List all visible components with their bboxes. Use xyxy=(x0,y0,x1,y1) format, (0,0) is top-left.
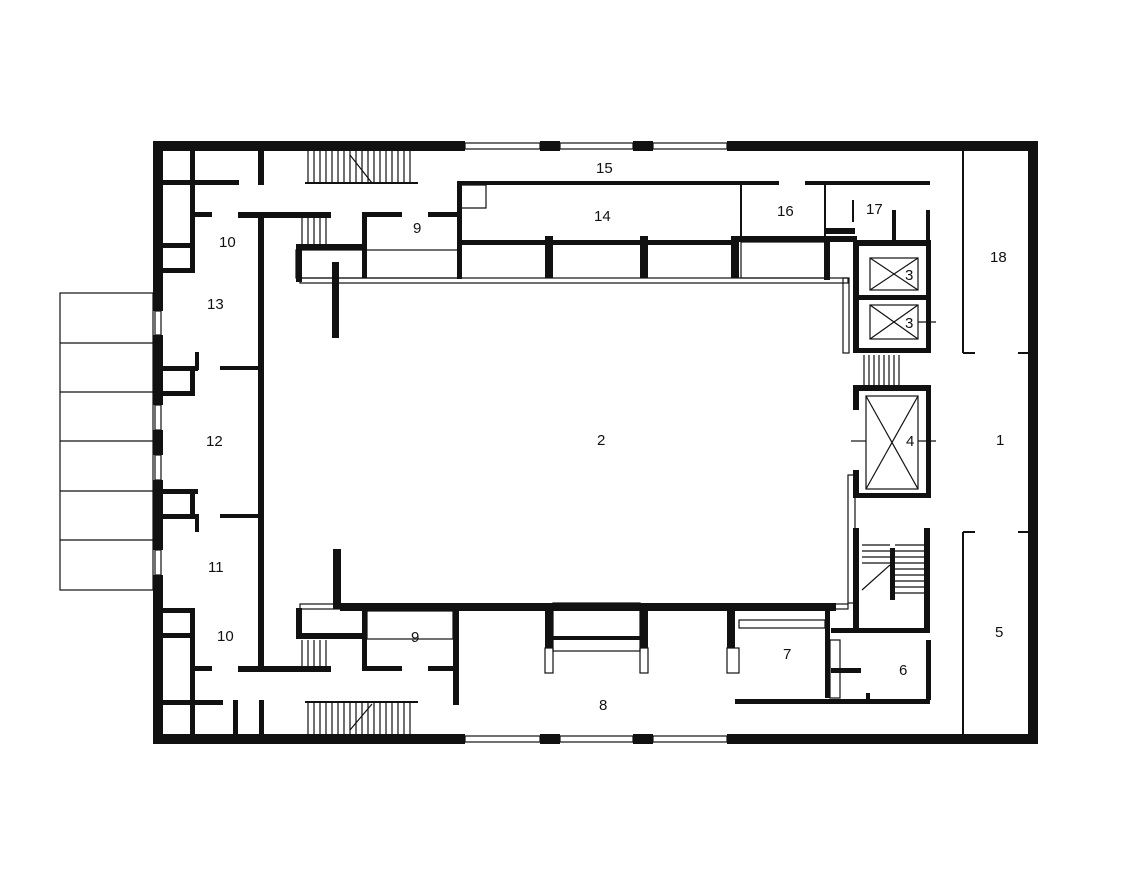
room-label-10-bottom: 10 xyxy=(217,628,234,645)
central-hall-walls xyxy=(299,262,856,611)
room-label-9-top: 9 xyxy=(413,220,421,237)
room-label-7: 7 xyxy=(783,646,791,663)
entrance-steps xyxy=(59,292,154,591)
windows xyxy=(154,142,728,743)
room-label-15: 15 xyxy=(596,160,613,177)
room-label-17: 17 xyxy=(866,201,883,218)
room-label-3-top: 3 xyxy=(905,267,913,284)
room-label-5: 5 xyxy=(995,624,1003,641)
room-label-9-bottom: 9 xyxy=(411,629,419,646)
room-label-6: 6 xyxy=(899,662,907,679)
room-label-8: 8 xyxy=(599,697,607,714)
room-label-16: 16 xyxy=(777,203,794,220)
room-label-12: 12 xyxy=(206,433,223,450)
top-rooms-walls xyxy=(295,181,930,282)
room-labels: 1 2 3 3 4 5 6 7 8 9 9 10 10 11 12 13 14 … xyxy=(206,160,1007,714)
service-core xyxy=(851,240,936,633)
exterior-walls xyxy=(153,141,1038,744)
room-label-10-top: 10 xyxy=(219,234,236,251)
room-label-18: 18 xyxy=(990,249,1007,266)
room-label-11: 11 xyxy=(208,559,224,576)
room-label-3-bottom: 3 xyxy=(905,315,913,332)
room-label-1: 1 xyxy=(996,432,1004,449)
room-label-2: 2 xyxy=(597,432,605,449)
stair-top xyxy=(238,151,418,244)
stair-bottom xyxy=(301,640,418,734)
room-label-13: 13 xyxy=(207,296,224,313)
bottom-rooms-walls xyxy=(296,602,931,705)
room-label-14: 14 xyxy=(594,208,611,225)
right-rooms-walls xyxy=(962,151,1028,734)
room-label-4: 4 xyxy=(906,433,914,450)
left-wing-walls xyxy=(163,150,331,734)
